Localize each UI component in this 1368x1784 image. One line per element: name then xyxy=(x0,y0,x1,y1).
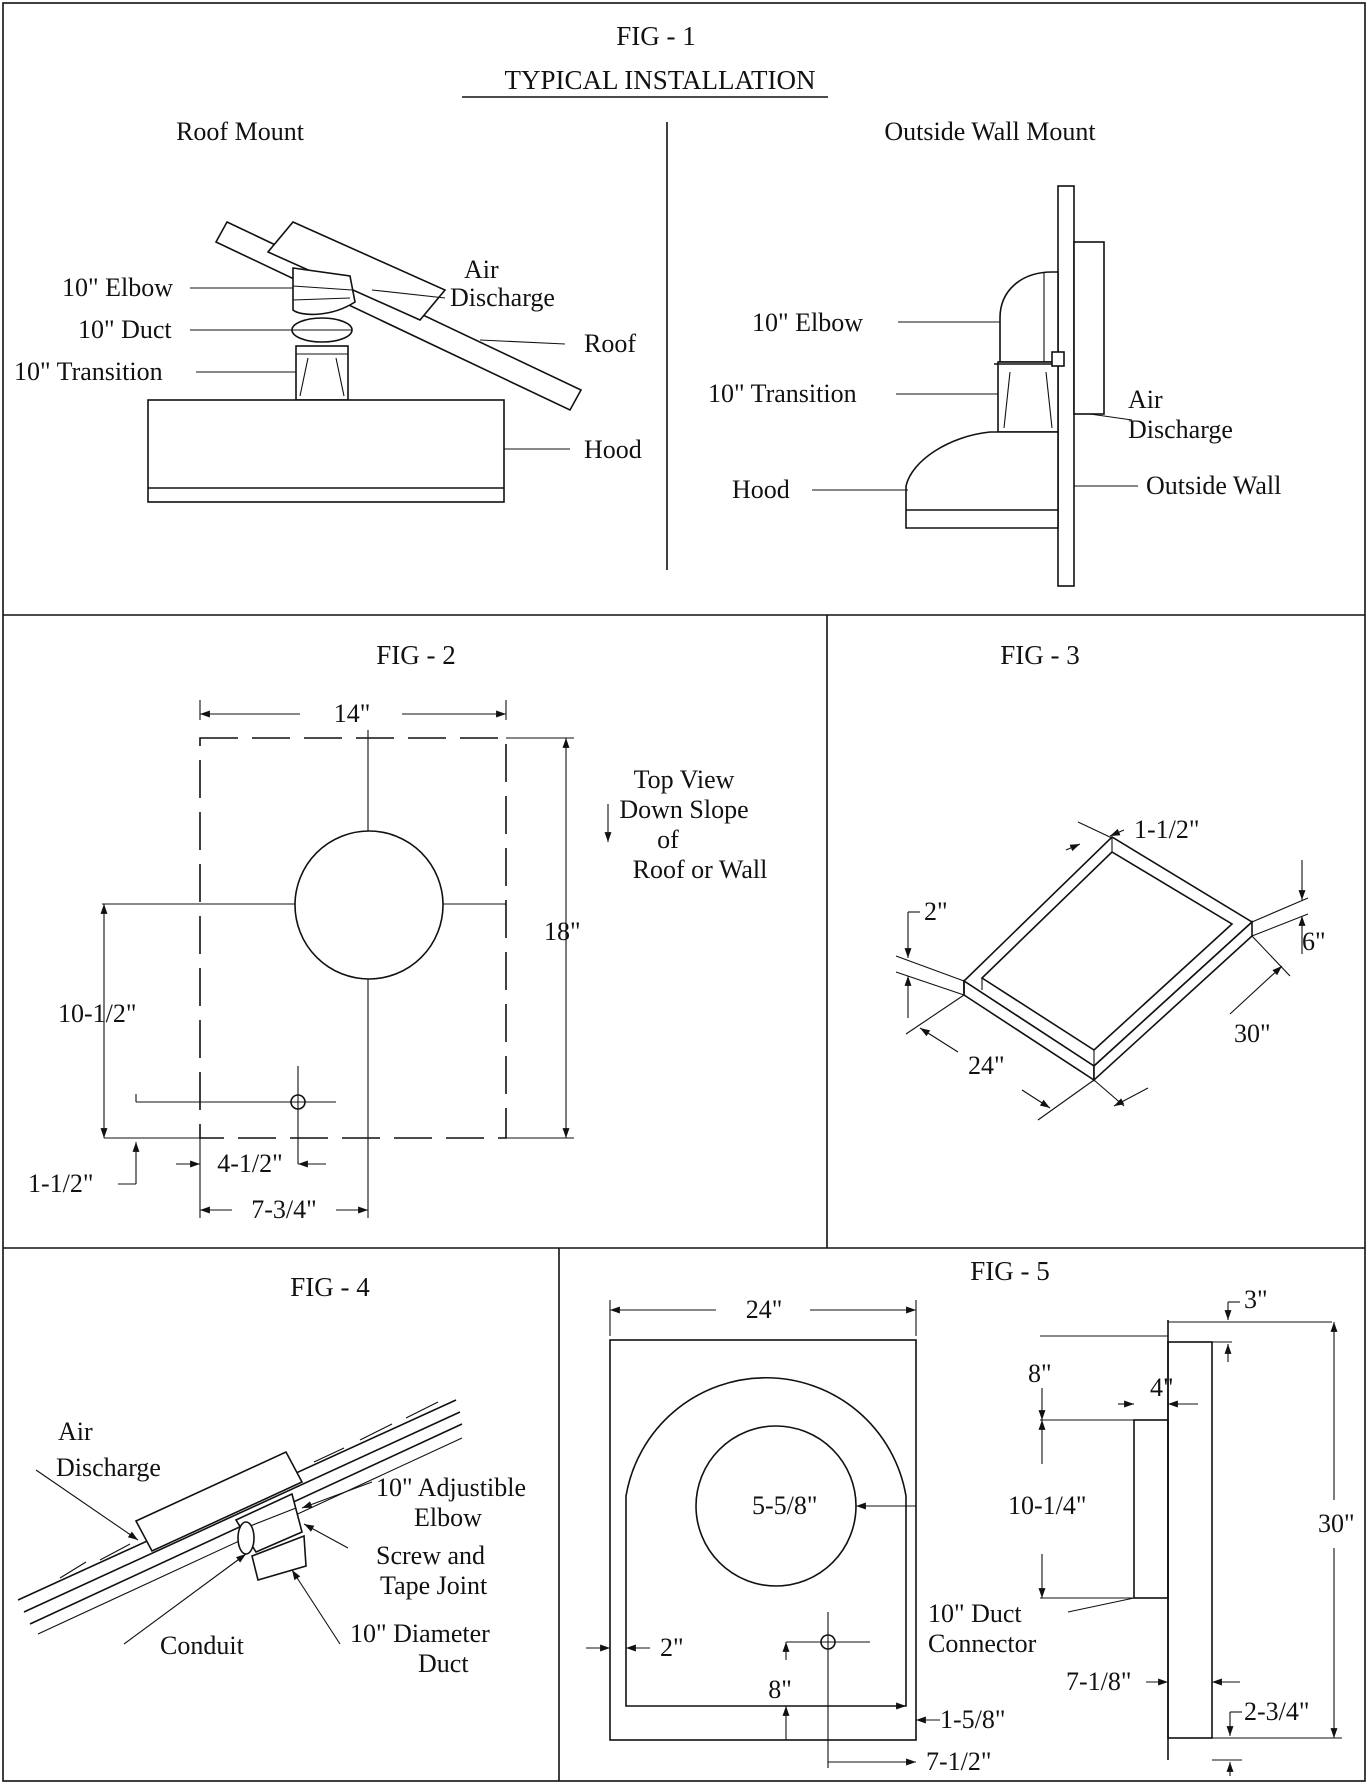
fig5-dim-7-18: 7-1/8" xyxy=(1066,1667,1132,1696)
fig4-diameter-label2: Duct xyxy=(418,1649,469,1678)
fig2-dim-10-5: 10-1/2" xyxy=(58,999,137,1028)
fig2-note-line3: of xyxy=(657,825,679,854)
fig5-dim-3: 3" xyxy=(1244,1285,1268,1314)
wall-transition-label: 10" Transition xyxy=(708,379,857,408)
fig4-duct xyxy=(251,1534,307,1582)
fig2-title: FIG - 2 xyxy=(376,640,456,670)
fig5-front-plate xyxy=(609,1339,917,1741)
fig2-duct-hole xyxy=(294,830,444,980)
fig2-cutout-outline xyxy=(199,737,507,1139)
fig4-conduit xyxy=(237,1521,255,1555)
wall-hood-label: Hood xyxy=(732,475,790,504)
fig5-dim-1-58: 1-5/8" xyxy=(940,1705,1006,1734)
wall-transition xyxy=(997,361,1059,433)
roof-mount-drawing: Roof Mount 1 xyxy=(14,117,642,503)
outside-wall xyxy=(1057,185,1075,587)
fig4-panel: FIG - 4 Air Discharge 10" Adjustible Elb… xyxy=(17,1272,526,1678)
roof-discharge-label: Discharge xyxy=(450,283,555,312)
fig4-adj-elbow-label1: 10" Adjustible xyxy=(376,1473,526,1502)
fig1-panel: FIG - 1 TYPICAL INSTALLATION Roof Mount xyxy=(14,21,1281,587)
roof-elbow-label: 10" Elbow xyxy=(62,273,173,302)
fig5-dim-8-bottom: 8" xyxy=(768,1675,792,1704)
fig4-air-label: Air xyxy=(58,1417,93,1446)
roof-hood xyxy=(147,399,505,503)
fig5-dim-7-5: 7-1/2" xyxy=(926,1747,992,1776)
outside-wall-label: Outside Wall xyxy=(1146,471,1281,500)
fig5-dim-2-34: 2-3/4" xyxy=(1244,1697,1310,1726)
fig3-title: FIG - 3 xyxy=(1000,640,1080,670)
fig2-dim-width: 14" xyxy=(334,699,371,728)
fig4-conduit-label: Conduit xyxy=(160,1631,245,1660)
fig1-title: FIG - 1 xyxy=(616,21,696,51)
fig5-duct-connector xyxy=(1133,1419,1169,1599)
wall-hood xyxy=(905,431,1059,529)
fig5-dim-24: 24" xyxy=(746,1295,783,1324)
fig3-dim-2: 2" xyxy=(924,897,948,926)
fig5-panel: FIG - 5 24" 5-5/8" 2" 8" 1-5/8" 7-1/2" xyxy=(586,1256,1355,1776)
wall-mount-heading: Outside Wall Mount xyxy=(884,117,1096,146)
wall-air-label: Air xyxy=(1128,385,1163,414)
fig4-screw-label2: Tape Joint xyxy=(380,1571,488,1600)
fig5-dim-30: 30" xyxy=(1318,1509,1355,1538)
roof-elbow xyxy=(292,267,356,316)
fig5-dim-8-top: 8" xyxy=(1028,1359,1052,1388)
fig5-dim-10-14: 10-1/4" xyxy=(1008,1491,1087,1520)
fig1-subtitle: TYPICAL INSTALLATION xyxy=(504,65,815,95)
fig5-title: FIG - 5 xyxy=(970,1256,1050,1286)
fig5-dim-5-58: 5-5/8" xyxy=(752,1491,818,1520)
wall-discharge-label: Discharge xyxy=(1128,415,1233,444)
fig2-note-line1: Top View xyxy=(634,765,735,794)
roof-roof-label: Roof xyxy=(584,329,636,358)
wall-air-discharge xyxy=(1073,241,1105,415)
fig3-dim-24: 24" xyxy=(968,1051,1005,1080)
fig4-diameter-label1: 10" Diameter xyxy=(350,1619,490,1648)
fig5-dim-2: 2" xyxy=(660,1633,684,1662)
fig2-dim-4-5: 4-1/2" xyxy=(217,1149,283,1178)
fig4-air-discharge-cap xyxy=(134,1450,304,1553)
wall-mount-drawing: Outside Wall Mount 10" Elbow 10" T xyxy=(708,117,1281,587)
fig5-dim-4: 4" xyxy=(1150,1373,1174,1402)
fig3-tray-inner xyxy=(980,850,1234,1052)
fig3-panel: FIG - 3 1-1/2" 2" 6" 24" xyxy=(895,640,1326,1121)
fig2-note-line2: Down Slope xyxy=(619,795,748,824)
fig3-dim-6: 6" xyxy=(1302,927,1326,956)
roof-air-discharge-cap xyxy=(266,221,447,321)
fig4-screw-label1: Screw and xyxy=(376,1541,485,1570)
fig5-side-plate xyxy=(1167,1341,1213,1739)
fig3-dim-30: 30" xyxy=(1234,1019,1271,1048)
fig2-dim-height: 18" xyxy=(544,917,581,946)
roof-air-label: Air xyxy=(464,255,499,284)
roof-mount-heading: Roof Mount xyxy=(176,117,305,146)
fig5-duct-label1: 10" Duct xyxy=(928,1599,1022,1628)
fig2-dim-1-5: 1-1/2" xyxy=(28,1169,94,1198)
fig5-duct-label2: Connector xyxy=(928,1629,1037,1658)
roof-hood-label: Hood xyxy=(584,435,642,464)
fig5-hood-outline xyxy=(625,1377,907,1707)
fig2-panel: FIG - 2 14" 18" 10-1/2" 1-1/2" 4-1/ xyxy=(28,640,767,1224)
fig4-discharge-label: Discharge xyxy=(56,1453,161,1482)
fig2-dim-7-75: 7-3/4" xyxy=(251,1195,317,1224)
wall-elbow-label: 10" Elbow xyxy=(752,308,863,337)
fig4-adj-elbow-label2: Elbow xyxy=(414,1503,482,1532)
roof-transition-label: 10" Transition xyxy=(14,357,163,386)
fig2-note-line4: Roof or Wall xyxy=(633,855,768,884)
wall-elbow xyxy=(999,271,1059,363)
fig3-dim-1-5: 1-1/2" xyxy=(1134,815,1200,844)
roof-duct-label: 10" Duct xyxy=(78,315,172,344)
fig4-title: FIG - 4 xyxy=(290,1272,370,1302)
